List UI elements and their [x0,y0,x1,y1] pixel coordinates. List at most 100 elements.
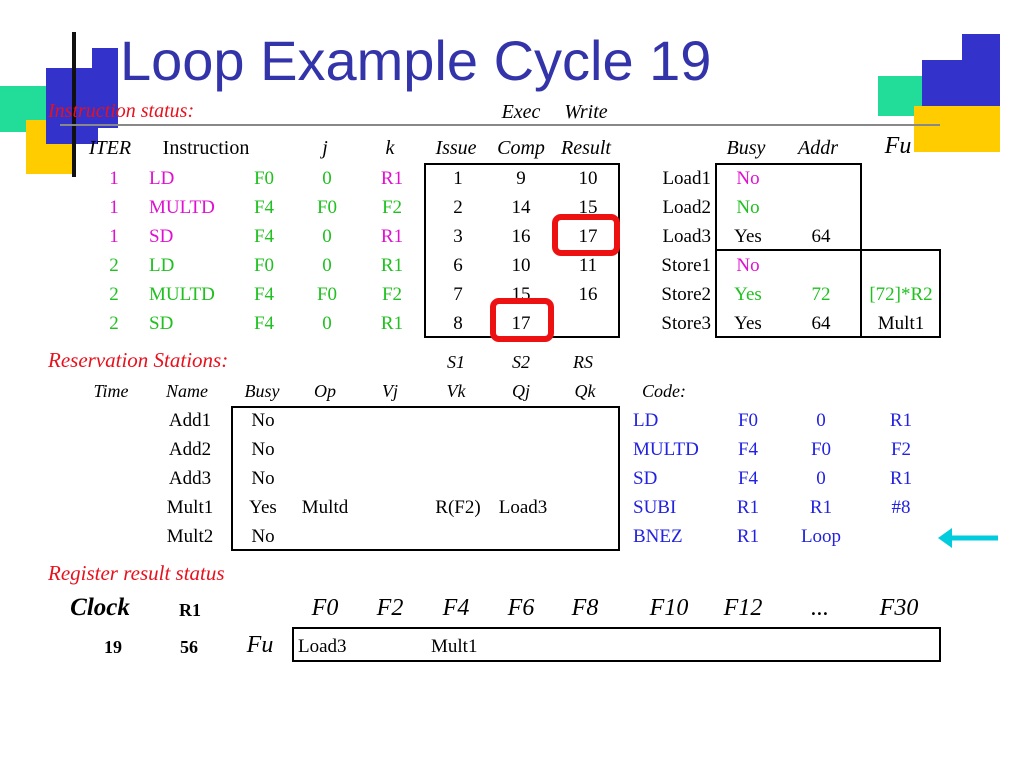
result-cell: 11 [578,255,598,276]
result-cell: 10 [578,168,598,189]
iter-header: ITER [88,137,132,159]
write-label: Write [564,101,608,123]
fu-header: Fu [884,133,912,159]
code-arg-a: R1 [736,526,760,547]
rs-name: Add3 [168,468,212,489]
rs-op: Multd [301,497,349,518]
buffer-addr: 72 [811,284,831,305]
comp-cell: 14 [511,197,531,218]
code-arg-c: F2 [890,439,912,460]
issue-header: Issue [435,137,477,159]
dest-cell: F4 [253,226,275,247]
k-cell: F2 [381,197,403,218]
buffer-name: Store3 [661,313,711,334]
op-cell: SD [149,313,174,334]
r1-value: 56 [180,637,198,657]
issue-cell: 8 [453,313,463,334]
comp-cell: 17 [511,313,531,334]
iter-cell: 1 [109,226,119,247]
comp-header: Comp [497,137,545,159]
buffer-busy: Yes [734,313,762,334]
j-cell: F0 [316,197,338,218]
r1-label: R1 [179,600,201,620]
code-op: SUBI [633,497,677,518]
code-arg-b: Loop [800,526,842,547]
buffer-name: Store2 [661,284,711,305]
iter-cell: 1 [109,168,119,189]
k-cell: R1 [380,255,404,276]
busy-header: Busy [726,137,766,159]
buffer-name: Store1 [661,255,711,276]
issue-cell: 2 [453,197,463,218]
buffer-fu: Mult1 [877,313,925,334]
op-cell: LD [149,168,175,189]
dest-cell: F4 [253,313,275,334]
op-cell: SD [149,226,174,247]
iter-cell: 2 [109,255,119,276]
rs-busy: No [251,468,275,489]
buffer-name: Load1 [662,168,711,189]
code-arg-c: #8 [891,497,911,518]
code-op: SD [633,468,658,489]
comp-cell: 9 [516,168,526,189]
title-underline [60,124,940,126]
buffer-name: Load2 [662,197,711,218]
rs-busy: No [251,410,275,431]
reg-fu-value: Load3 [298,636,347,657]
j-cell: 0 [322,226,332,247]
code-arg-b: 0 [816,410,826,431]
rs-name: Mult1 [166,497,214,518]
issue-cell: 1 [453,168,463,189]
issue-cell: 6 [453,255,463,276]
reg-name: F10 [649,595,689,621]
result-cell: 16 [578,284,598,305]
dest-cell: F0 [253,168,275,189]
code-arg-c: R1 [889,468,913,489]
rs-name: Add1 [168,410,212,431]
store-box [715,249,941,338]
j-cell: 0 [322,255,332,276]
code-op: MULTD [633,439,699,460]
instruction-status-label: Instruction status: [48,100,195,122]
reg-name: F2 [376,595,404,621]
k-cell: F2 [381,284,403,305]
reg-name: F6 [507,595,535,621]
j-cell: 0 [322,313,332,334]
result-header: Result [561,137,611,159]
qj-header: Qj [512,381,530,401]
buffer-name: Load3 [662,226,711,247]
issue-cell: 3 [453,226,463,247]
iter-cell: 1 [109,197,119,218]
reg-name: F0 [311,595,339,621]
buffer-fu: [72]*R2 [869,284,933,305]
rs-label: RS [573,352,593,372]
s2-label: S2 [512,352,530,372]
code-op: LD [633,410,659,431]
clock-label: Clock [70,594,130,621]
fu-row-label: Fu [246,632,274,658]
code-arg-a: F0 [737,410,759,431]
time-header: Time [93,381,129,401]
left-arrow-icon [938,528,998,548]
instruction-header-label: Instruction [162,137,250,159]
buffer-addr: 64 [811,313,831,334]
rs-vk: R(F2) [435,497,481,518]
iter-cell: 2 [109,313,119,334]
issue-cell: 7 [453,284,463,305]
k-header: k [385,137,395,159]
k-cell: R1 [380,313,404,334]
reg-name: F4 [442,595,470,621]
rs-busy: No [251,439,275,460]
result-cell: 17 [578,226,598,247]
rs-name: Mult2 [166,526,214,547]
k-cell: R1 [380,226,404,247]
addr-header: Addr [798,137,838,159]
register-fu-box [292,627,941,662]
clock-value: 19 [104,637,122,657]
code-arg-a: F4 [737,439,759,460]
op-cell: MULTD [149,197,215,218]
buffer-addr: 64 [811,226,831,247]
name-header: Name [166,381,208,401]
k-cell: R1 [380,168,404,189]
reg-fu-value: Mult1 [431,636,478,657]
